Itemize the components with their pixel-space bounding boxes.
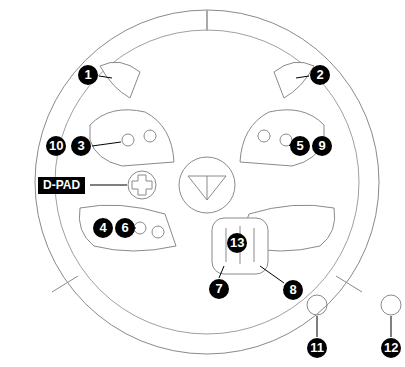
hub [179, 157, 235, 213]
leader-line [219, 266, 224, 278]
callout-number: 2 [310, 65, 330, 85]
leader-line [260, 266, 284, 283]
button [144, 130, 156, 142]
leader-line [391, 316, 392, 337]
accessory-circle [307, 295, 327, 315]
callout-number: 10 [46, 136, 66, 156]
hub-logo [188, 176, 226, 200]
callout-number: 12 [381, 338, 401, 358]
callout-number: 8 [283, 280, 303, 300]
button [258, 130, 270, 142]
callout-number: 9 [312, 136, 332, 156]
wheel-rim [35, 10, 379, 354]
right-paddle [274, 62, 314, 98]
callout-number: 13 [227, 233, 247, 253]
leader-line [90, 185, 127, 186]
leader-line [99, 76, 112, 78]
callout-number: 3 [71, 136, 91, 156]
leader-line [317, 316, 318, 337]
wheel-rim-inner [55, 30, 359, 334]
center-module [212, 218, 268, 274]
callout-number: 6 [115, 218, 135, 238]
selector [254, 228, 255, 262]
callout-number: 4 [93, 218, 113, 238]
right-button-pod [240, 110, 324, 166]
callout-number: 1 [78, 65, 98, 85]
button [122, 134, 134, 146]
accessory-circle [381, 295, 401, 315]
top-marker [206, 10, 208, 31]
callout-number: 5 [290, 136, 310, 156]
button [152, 226, 164, 238]
dpad-label: D-PAD [38, 177, 85, 194]
leader-line [296, 76, 309, 78]
dpad [128, 171, 156, 199]
left-button-pod [90, 110, 174, 166]
button [134, 222, 146, 234]
callout-number: 11 [307, 338, 327, 358]
leader-line [92, 142, 121, 146]
dpad-cross [132, 175, 152, 195]
callout-number: 7 [209, 279, 229, 299]
left-lower-pod [79, 205, 176, 251]
rim-seam [52, 276, 78, 292]
left-paddle [100, 62, 140, 98]
rim-seam [336, 276, 362, 292]
hub-logo [207, 176, 208, 200]
